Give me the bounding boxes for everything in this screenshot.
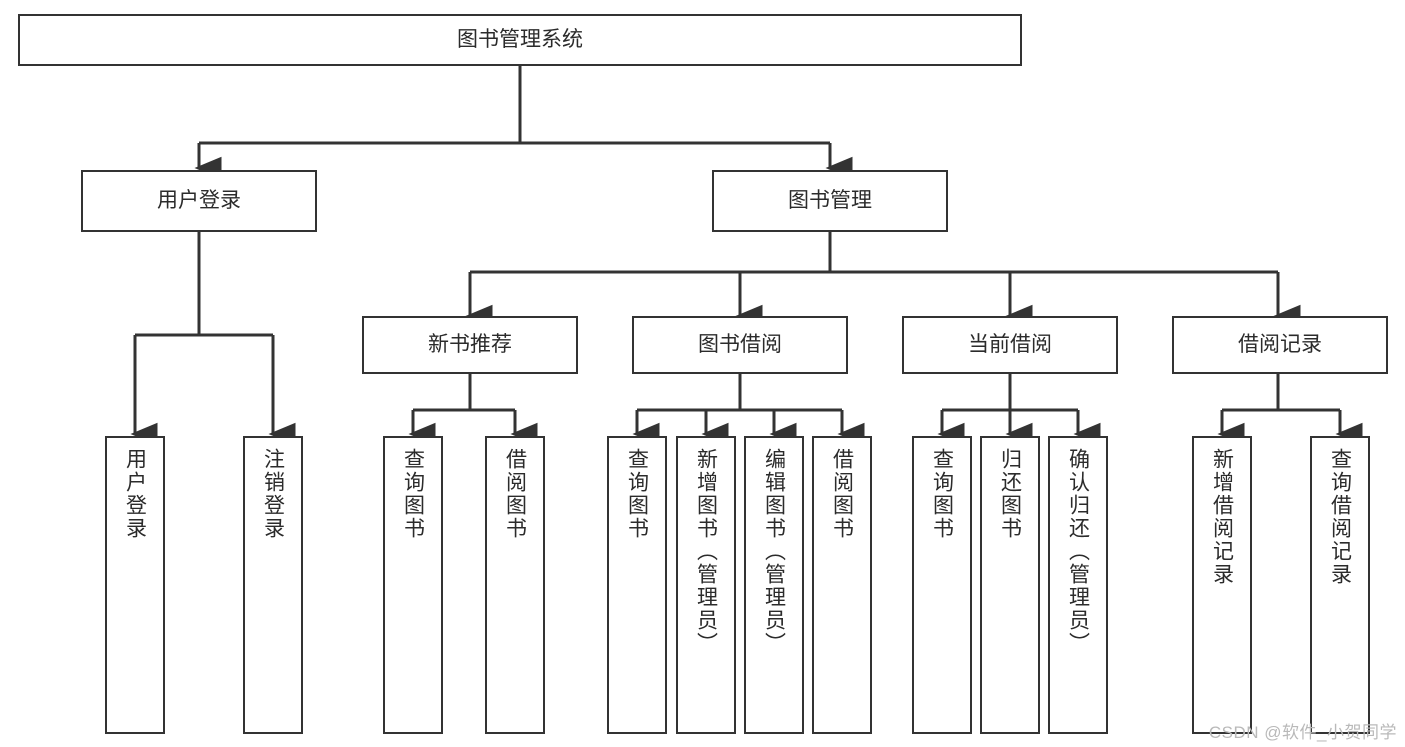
node-label: 注销登录 xyxy=(261,448,285,540)
node-label: 查询图书 xyxy=(625,448,649,540)
node-new-book-recommend[interactable]: 新书推荐 xyxy=(362,316,578,374)
node-label: 新增图书（管理员） xyxy=(694,448,718,655)
leaf-book-borrow-query-book[interactable]: 查询图书 xyxy=(607,436,667,734)
node-label: 编辑图书（管理员） xyxy=(762,448,786,655)
node-label: 确认归还（管理员） xyxy=(1066,448,1090,655)
node-label: 图书借阅 xyxy=(698,332,782,356)
leaf-current-borrow-confirm-return-admin[interactable]: 确认归还（管理员） xyxy=(1048,436,1108,734)
leaf-new-book-query-book[interactable]: 查询图书 xyxy=(383,436,443,734)
node-label: 用户登录 xyxy=(157,188,241,212)
node-label: 查询借阅记录 xyxy=(1328,448,1352,586)
leaf-book-borrow-edit-book-admin[interactable]: 编辑图书（管理员） xyxy=(744,436,804,734)
node-label: 图书管理系统 xyxy=(457,27,583,51)
node-label: 查询图书 xyxy=(930,448,954,540)
node-label: 新书推荐 xyxy=(428,332,512,356)
node-label: 借阅图书 xyxy=(503,448,527,540)
node-book-borrow[interactable]: 图书借阅 xyxy=(632,316,848,374)
csdn-watermark: CSDN @软件_小贺同学 xyxy=(1208,723,1397,742)
node-label: 图书管理 xyxy=(788,188,872,212)
leaf-user-login-login[interactable]: 用户登录 xyxy=(105,436,165,734)
leaf-book-borrow-borrow-book[interactable]: 借阅图书 xyxy=(812,436,872,734)
node-book-management[interactable]: 图书管理 xyxy=(712,170,948,232)
leaf-book-borrow-add-book-admin[interactable]: 新增图书（管理员） xyxy=(676,436,736,734)
node-borrow-record[interactable]: 借阅记录 xyxy=(1172,316,1388,374)
leaf-current-borrow-query-book[interactable]: 查询图书 xyxy=(912,436,972,734)
node-label: 借阅图书 xyxy=(830,448,854,540)
node-label: 归还图书 xyxy=(998,448,1022,540)
leaf-new-book-borrow-book[interactable]: 借阅图书 xyxy=(485,436,545,734)
node-user-login[interactable]: 用户登录 xyxy=(81,170,317,232)
node-label: 当前借阅 xyxy=(968,332,1052,356)
node-label: 新增借阅记录 xyxy=(1210,448,1234,586)
node-label: 用户登录 xyxy=(123,448,147,540)
node-label: 借阅记录 xyxy=(1238,332,1322,356)
node-current-borrow[interactable]: 当前借阅 xyxy=(902,316,1118,374)
leaf-user-login-logout[interactable]: 注销登录 xyxy=(243,436,303,734)
leaf-borrow-record-add-record[interactable]: 新增借阅记录 xyxy=(1192,436,1252,734)
node-root-book-management-system[interactable]: 图书管理系统 xyxy=(18,14,1022,66)
node-label: 查询图书 xyxy=(401,448,425,540)
leaf-borrow-record-query-record[interactable]: 查询借阅记录 xyxy=(1310,436,1370,734)
leaf-current-borrow-return-book[interactable]: 归还图书 xyxy=(980,436,1040,734)
